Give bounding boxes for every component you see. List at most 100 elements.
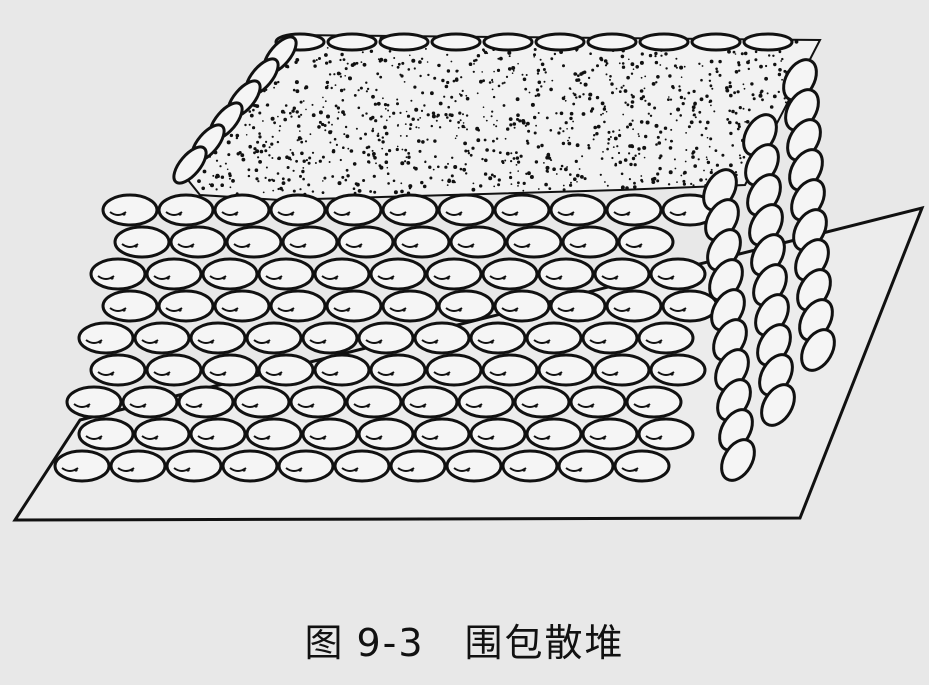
grain-dot — [609, 136, 612, 138]
grain-dot — [618, 90, 622, 93]
grain-dot — [359, 86, 363, 90]
grain-dot — [415, 126, 418, 129]
grain-dot — [589, 109, 593, 113]
bag — [77, 417, 135, 451]
grain-dot — [668, 74, 672, 78]
grain-dot — [355, 127, 358, 130]
grain-dot — [289, 149, 292, 151]
grain-dot — [534, 94, 537, 98]
grain-dot — [537, 188, 540, 190]
grain-dot — [292, 153, 295, 156]
grain-dot — [562, 130, 565, 133]
grain-dot — [471, 187, 476, 192]
bag — [65, 385, 123, 419]
grain-dot — [264, 176, 267, 179]
bag — [605, 289, 663, 323]
grain-dot — [614, 163, 618, 167]
grain-dot — [276, 172, 280, 175]
bag — [172, 145, 208, 185]
grain-dot — [602, 112, 604, 115]
grain-dot — [326, 47, 329, 49]
grain-dot — [511, 72, 514, 74]
grain-dot — [559, 127, 562, 130]
grain-dot — [436, 113, 440, 117]
grain-dot — [599, 56, 603, 61]
grain-dot — [583, 177, 587, 181]
grain-dot — [322, 106, 325, 108]
grain-dot — [540, 143, 544, 148]
grain-dot — [725, 88, 730, 93]
grain-dot — [546, 170, 549, 173]
bag — [690, 32, 742, 52]
grain-dot — [710, 168, 713, 171]
grain-dot — [297, 115, 301, 118]
grain-dot — [698, 120, 702, 124]
grain-dot — [545, 155, 549, 160]
grain-dot — [281, 181, 286, 186]
grain-dot — [349, 149, 354, 153]
grain-dot — [292, 106, 296, 110]
grain-dot — [400, 189, 404, 194]
grain-dot — [728, 81, 732, 85]
bag — [742, 32, 794, 52]
bag — [133, 321, 191, 355]
grain-dot — [733, 91, 736, 95]
grain-dot — [513, 126, 516, 129]
grain-dot — [279, 125, 282, 128]
grain-dot — [777, 72, 782, 77]
grain-dot — [328, 73, 332, 76]
grain-dot — [446, 116, 449, 119]
grain-dot — [404, 123, 407, 125]
grain-dot — [698, 62, 701, 65]
grain-dot — [292, 189, 296, 193]
grain-dot — [628, 58, 630, 61]
grain-dot — [379, 165, 384, 170]
grain-dot — [740, 161, 743, 164]
grain-dot — [433, 76, 437, 80]
grain-dot — [252, 126, 256, 130]
grain-dot — [506, 127, 510, 131]
grain-dot — [467, 149, 470, 153]
grain-dot — [651, 177, 655, 182]
grain-dot — [607, 137, 611, 141]
grain-dot — [651, 82, 656, 86]
grain-dot — [542, 68, 546, 71]
grain-dot — [315, 59, 318, 61]
grain-dot — [620, 86, 623, 89]
grain-dot — [331, 123, 333, 126]
grain-dot — [705, 94, 709, 98]
grain-dot — [567, 139, 569, 142]
grain-dot — [621, 65, 626, 69]
grain-dot — [483, 172, 488, 176]
bag — [661, 289, 719, 323]
grain-dot — [751, 93, 755, 97]
grain-dot — [644, 134, 648, 139]
grain-dot — [708, 145, 711, 148]
grain-dot — [300, 113, 303, 116]
grain-dot — [522, 189, 525, 192]
grain-dot — [620, 172, 624, 176]
grain-dot — [507, 50, 512, 55]
grain-dot — [379, 75, 383, 79]
bag — [326, 32, 378, 52]
grain-dot — [569, 116, 573, 121]
grain-dot — [517, 62, 519, 65]
grain-dot — [685, 132, 687, 134]
grain-dot — [215, 159, 219, 162]
grain-dot — [313, 64, 317, 68]
grain-dot — [630, 62, 635, 67]
grain-dot — [463, 141, 467, 146]
grain-dot — [643, 156, 646, 159]
grain-dot — [396, 98, 399, 101]
grain-dot — [665, 67, 668, 70]
grain-dot — [668, 146, 673, 150]
bag — [549, 289, 607, 323]
grain-dot — [603, 59, 608, 63]
grain-dot — [727, 49, 731, 54]
grain-dot — [457, 126, 460, 129]
grain-dot — [561, 141, 566, 146]
grain-dot — [371, 94, 375, 99]
grain-dot — [262, 120, 264, 122]
grain-dot — [314, 162, 317, 164]
grain-dot — [281, 189, 284, 192]
